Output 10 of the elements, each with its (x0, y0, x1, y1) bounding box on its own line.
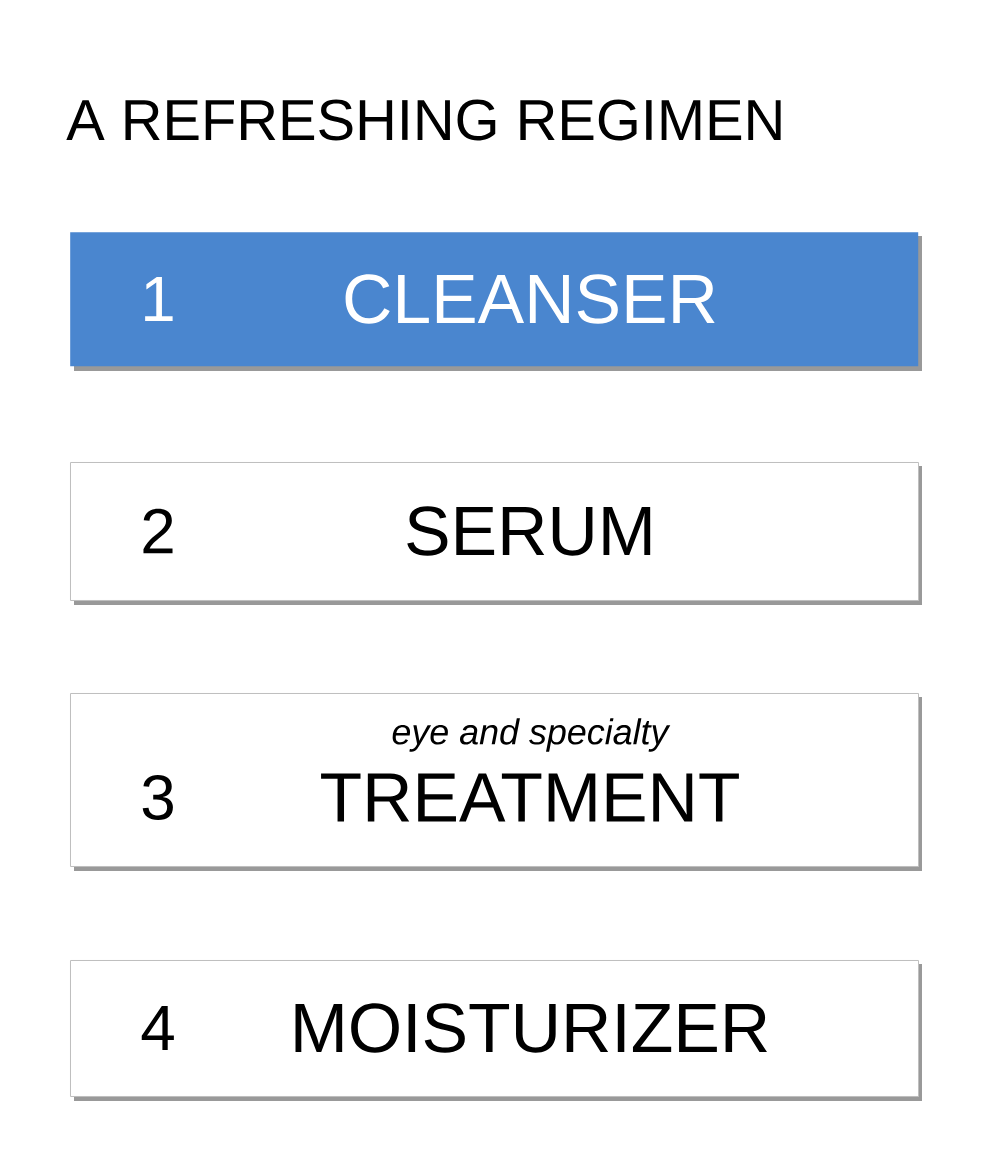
subtitle: eye and specialty (392, 718, 671, 752)
step-label: TREATMENT (321, 773, 739, 822)
title: A REFRESHING REGIMEN (66, 99, 781, 141)
step-label: MOISTURIZER (295, 1003, 767, 1053)
step-number: 4 (141, 1006, 174, 1050)
step-number: 3 (142, 774, 173, 821)
step-number: 2 (143, 508, 173, 554)
step-number: 1 (145, 277, 173, 321)
step-label: SERUM (407, 506, 651, 556)
step-label: CLEANSER (345, 274, 715, 324)
